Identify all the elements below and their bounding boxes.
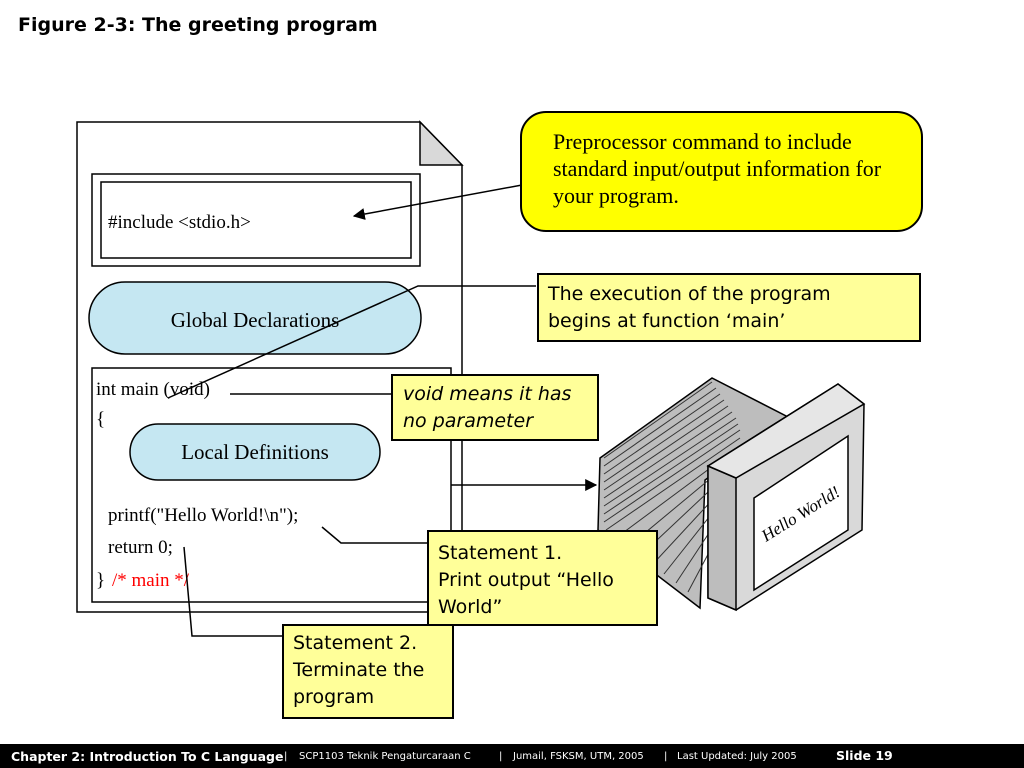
statement1-line: Print output “Hello bbox=[438, 569, 614, 591]
statement2-line: Terminate the bbox=[293, 659, 425, 681]
footer-author: Jumail, FSKSM, UTM, 2005 bbox=[513, 751, 644, 762]
footer-course: SCP1103 Teknik Pengaturcaraan C bbox=[299, 751, 471, 762]
footer-separator: | bbox=[284, 751, 288, 762]
return-statement: return 0; bbox=[108, 537, 173, 558]
local-definitions-label: Local Definitions bbox=[181, 440, 329, 464]
close-brace: } bbox=[96, 570, 105, 591]
slide-footer: Chapter 2: Introduction To C Language | … bbox=[0, 744, 1024, 768]
preprocessor-line: Preprocessor command to include bbox=[553, 129, 852, 154]
footer-chapter: Chapter 2: Introduction To C Language bbox=[11, 749, 284, 764]
execution-line: The execution of the program bbox=[548, 283, 831, 305]
statement2-callout: Statement 2. Terminate the program bbox=[282, 624, 454, 719]
main-comment: /* main */ bbox=[112, 570, 190, 591]
document-fold bbox=[419, 120, 464, 166]
statement2-line: program bbox=[293, 686, 375, 708]
printf-statement: printf("Hello World!\n"); bbox=[108, 505, 298, 526]
open-brace: { bbox=[96, 409, 105, 430]
global-declarations-pill bbox=[88, 281, 422, 355]
footer-separator: | bbox=[499, 751, 503, 762]
statement1-leader bbox=[321, 526, 427, 544]
statement1-line: World” bbox=[438, 596, 503, 618]
slide-title: Figure 2-3: The greeting program bbox=[18, 14, 378, 36]
void-line: void means it has bbox=[403, 383, 572, 405]
monitor-screen bbox=[753, 434, 849, 592]
footer-slide-number: Slide 19 bbox=[836, 748, 893, 763]
footer-separator: | bbox=[664, 751, 668, 762]
local-definitions-pill bbox=[129, 423, 381, 481]
include-line: #include <stdio.h> bbox=[108, 212, 251, 233]
void-line: no parameter bbox=[403, 410, 534, 432]
preprocessor-line: for your program. bbox=[553, 156, 882, 208]
global-declarations-label: Global Declarations bbox=[171, 308, 340, 332]
void-callout: void means it has no parameter bbox=[391, 374, 599, 441]
execution-callout: The execution of the program begins at f… bbox=[537, 273, 921, 342]
footer-updated: Last Updated: July 2005 bbox=[677, 751, 797, 762]
include-box-inner bbox=[100, 181, 412, 259]
statement1-line: Statement 1. bbox=[438, 542, 563, 564]
monitor-bezel-shade bbox=[707, 464, 737, 612]
statement2-leader bbox=[183, 546, 282, 637]
preprocessor-line: standard input/output information bbox=[553, 156, 850, 181]
execution-line: begins at function ‘main’ bbox=[548, 310, 786, 332]
execution-leader bbox=[167, 285, 536, 399]
preprocessor-callout: Preprocessor command to include standard… bbox=[520, 111, 923, 232]
statement1-callout: Statement 1. Print output “Hello World” bbox=[427, 530, 658, 626]
monitor-bezel-top bbox=[706, 383, 866, 479]
greeting-program-diagram: #include <stdio.h> Global Declarations i… bbox=[76, 120, 866, 637]
preprocessor-arrow bbox=[352, 184, 523, 220]
statement2-line: Statement 2. bbox=[293, 632, 418, 654]
main-signature: int main (void) bbox=[96, 379, 210, 400]
